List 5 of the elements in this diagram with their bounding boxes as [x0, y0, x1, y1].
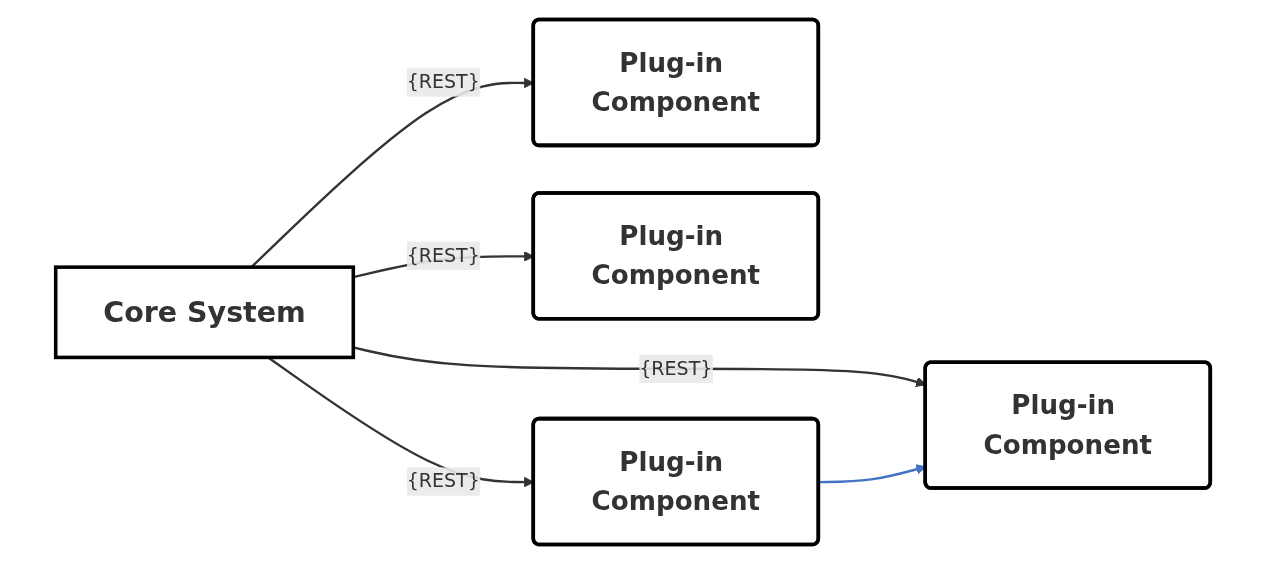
edge-label: {REST} [406, 469, 480, 493]
edge-label: {REST} [406, 243, 480, 267]
node-box: Core System [53, 265, 356, 360]
edge-label: {REST} [406, 70, 480, 94]
edge-label: {REST} [639, 356, 713, 380]
